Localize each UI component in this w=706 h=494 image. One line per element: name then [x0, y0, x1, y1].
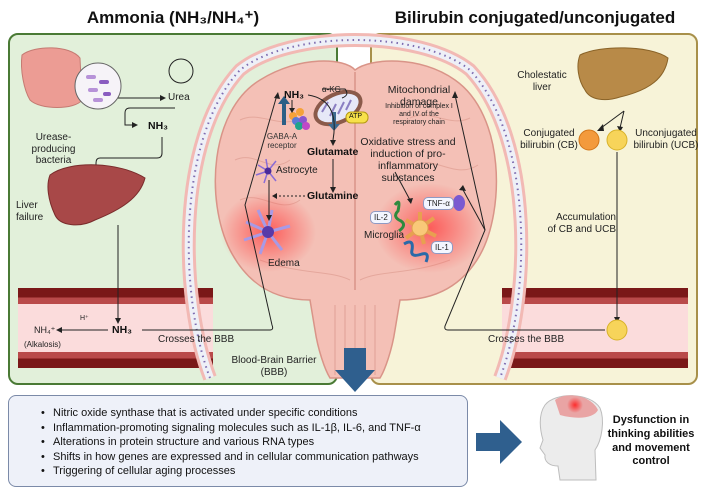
ucb-circle-icon	[606, 129, 628, 151]
gaba-receptor-label: GABA-A receptor	[266, 132, 298, 151]
astrocyte-icon	[255, 158, 277, 184]
glutamine-label: Glutamine	[307, 190, 359, 202]
bilirubin-blood-vessel	[502, 288, 688, 368]
nh3-vessel-label: NH₃	[112, 324, 133, 336]
ucb-vessel-circle-icon	[606, 319, 628, 341]
il2-badge: IL-2	[370, 211, 392, 224]
urea-label: Urea	[168, 92, 190, 103]
accumulation-label: Accumulation of CB and UCB	[547, 212, 616, 235]
brain-body	[214, 60, 498, 379]
protein-green-icon	[393, 200, 406, 233]
atp-badge	[345, 111, 369, 124]
nh3-crosses-bbb-path	[142, 94, 278, 331]
bilirubin-crosses-bbb-label: Crosses the BBB	[488, 334, 565, 345]
effects-list: Nitric oxide synthase that is activated …	[9, 396, 467, 479]
ammonia-blood-vessel	[18, 288, 213, 368]
oxidative-to-microglia-arrow	[394, 171, 411, 201]
urea-cycle-arrow	[168, 58, 194, 84]
microglia-label: Microglia	[364, 230, 405, 241]
cholestatic-liver-label: Cholestatic liver	[517, 70, 567, 93]
brain-nh3-label: NH₃	[284, 89, 305, 101]
astrocyte-label: Astrocyte	[276, 165, 318, 176]
edema-label: Edema	[268, 258, 300, 269]
cb-label: Conjugated bilirubin (CB)	[520, 128, 578, 151]
bbb-label: Blood-Brain Barrier (BBB)	[231, 355, 317, 378]
gaba-receptor-icon	[278, 96, 310, 130]
nh3-to-liver-arrow	[95, 137, 163, 170]
outcome-label: Dysfunction in thinking abilities and mo…	[607, 414, 695, 468]
cb-circle-icon	[578, 129, 600, 151]
il1-badge: IL-1	[431, 241, 453, 254]
alkalosis-label: (Alkalosis)	[24, 340, 61, 349]
akg-to-mito-arrow	[322, 88, 348, 99]
effect-item: Inflammation-promoting signaling molecul…	[41, 421, 467, 436]
nh3-gut-label: NH₃	[148, 120, 169, 132]
ucb-label: Unconjugated bilirubin (UCB)	[633, 128, 699, 151]
down-arrow-icon	[335, 348, 375, 392]
atp-label: ATP	[349, 113, 363, 120]
vessel-wall-bottom	[502, 352, 688, 368]
vessel-wall-top	[502, 288, 688, 304]
ammonia-crosses-bbb-label: Crosses the BBB	[158, 334, 235, 345]
nh4-label: NH₄⁺	[34, 325, 56, 335]
cholestatic-liver-icon	[577, 47, 669, 101]
effect-item: Triggering of cellular aging processes	[41, 464, 467, 479]
protein-purple-icon	[453, 195, 465, 211]
mito-damage-title: Mitochondrial damage	[387, 84, 451, 109]
bacteria-icons	[86, 75, 111, 102]
glutamate-label: Glutamate	[307, 146, 359, 158]
vessel-lumen	[18, 304, 213, 352]
liver-to-cb-arrow	[600, 110, 625, 129]
vessel-lumen	[502, 304, 688, 352]
liver-to-ucb-arrow	[619, 110, 625, 129]
head-profile-icon	[539, 395, 603, 481]
vessel-wall-top	[18, 288, 213, 304]
effect-item: Alterations in protein structure and var…	[41, 435, 467, 450]
edema-astrocyte-icon	[243, 209, 291, 255]
nh3-to-glutamate-arrow	[307, 94, 335, 141]
vessel-wall-bottom	[18, 352, 213, 368]
effect-item: Nitric oxide synthase that is activated …	[41, 406, 467, 421]
intestine-icon	[21, 47, 83, 108]
microglia-icon	[404, 212, 437, 245]
mito-damage-detail: Inhibition of complex I and IV of the re…	[385, 103, 453, 127]
ammonia-title: Ammonia (NH₃/NH₄⁺)	[86, 8, 260, 27]
bilirubin-title: Bilirubin conjugated/unconjugated	[394, 8, 676, 27]
to-oxidative-arrow	[461, 187, 486, 231]
effect-item: Shifts in how genes are expressed and in…	[41, 450, 467, 465]
liver-failure-icon	[47, 164, 146, 226]
bacteria-label: Urease-producing bacteria	[31, 132, 76, 166]
right-arrow-icon	[476, 420, 522, 464]
akg-label: α-KG	[322, 85, 341, 94]
protein-blue-icon	[403, 240, 429, 263]
oxidative-stress-label: Oxidative stress and induction of pro-in…	[360, 136, 456, 185]
urea-to-nh3-arrow	[124, 107, 175, 126]
h-plus-label: H⁺	[80, 315, 89, 322]
tnf-badge: TNF-α	[423, 197, 454, 210]
bbb-membrane-dots	[187, 39, 523, 379]
bilirubin-crosses-bbb-path	[444, 94, 605, 331]
bacteria-circle-icon	[74, 62, 122, 110]
liver-failure-label: Liver failure	[16, 200, 44, 223]
brain-effects-box: Nitric oxide synthase that is activated …	[8, 395, 468, 487]
